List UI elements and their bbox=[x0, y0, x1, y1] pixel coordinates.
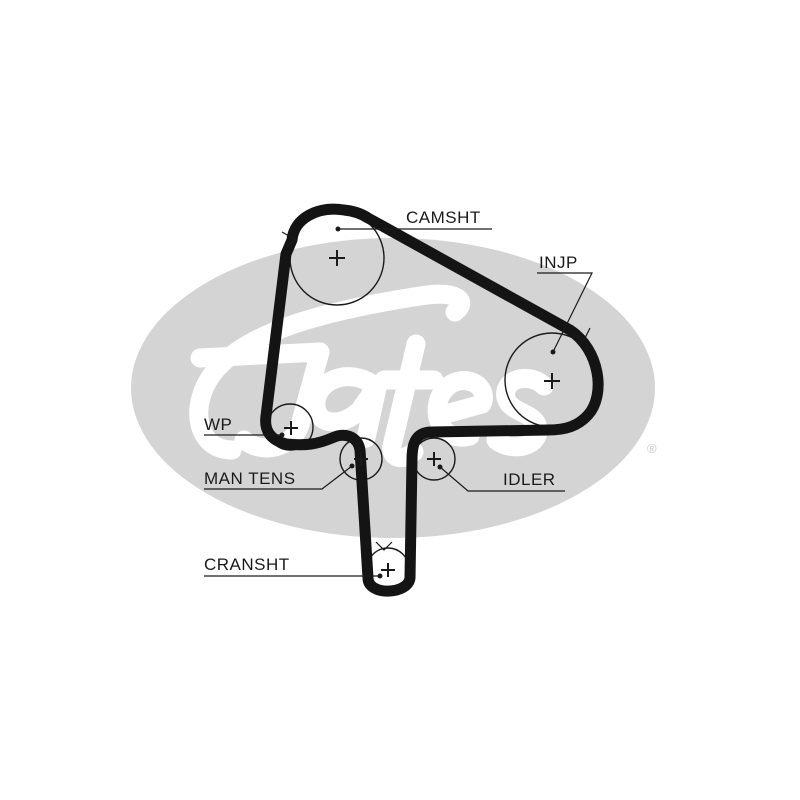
rotation-arrow-icon bbox=[281, 231, 298, 248]
label-injp: INJP bbox=[539, 253, 578, 272]
registered-mark: ® bbox=[647, 441, 657, 456]
label-man-tens: MAN TENS bbox=[204, 469, 296, 488]
label-leaders bbox=[204, 226, 593, 579]
gates-logo-watermark: ® bbox=[131, 238, 657, 538]
label-idler: IDLER bbox=[503, 470, 556, 489]
rotation-arrow-icon bbox=[375, 541, 393, 551]
rotation-arrow-icon bbox=[573, 327, 591, 341]
label-cransht: CRANSHT bbox=[204, 555, 290, 574]
label-camsht: CAMSHT bbox=[406, 208, 481, 227]
timing-belt bbox=[260, 203, 604, 597]
pulley-center-marks bbox=[284, 250, 560, 577]
label-wp: WP bbox=[204, 415, 232, 434]
